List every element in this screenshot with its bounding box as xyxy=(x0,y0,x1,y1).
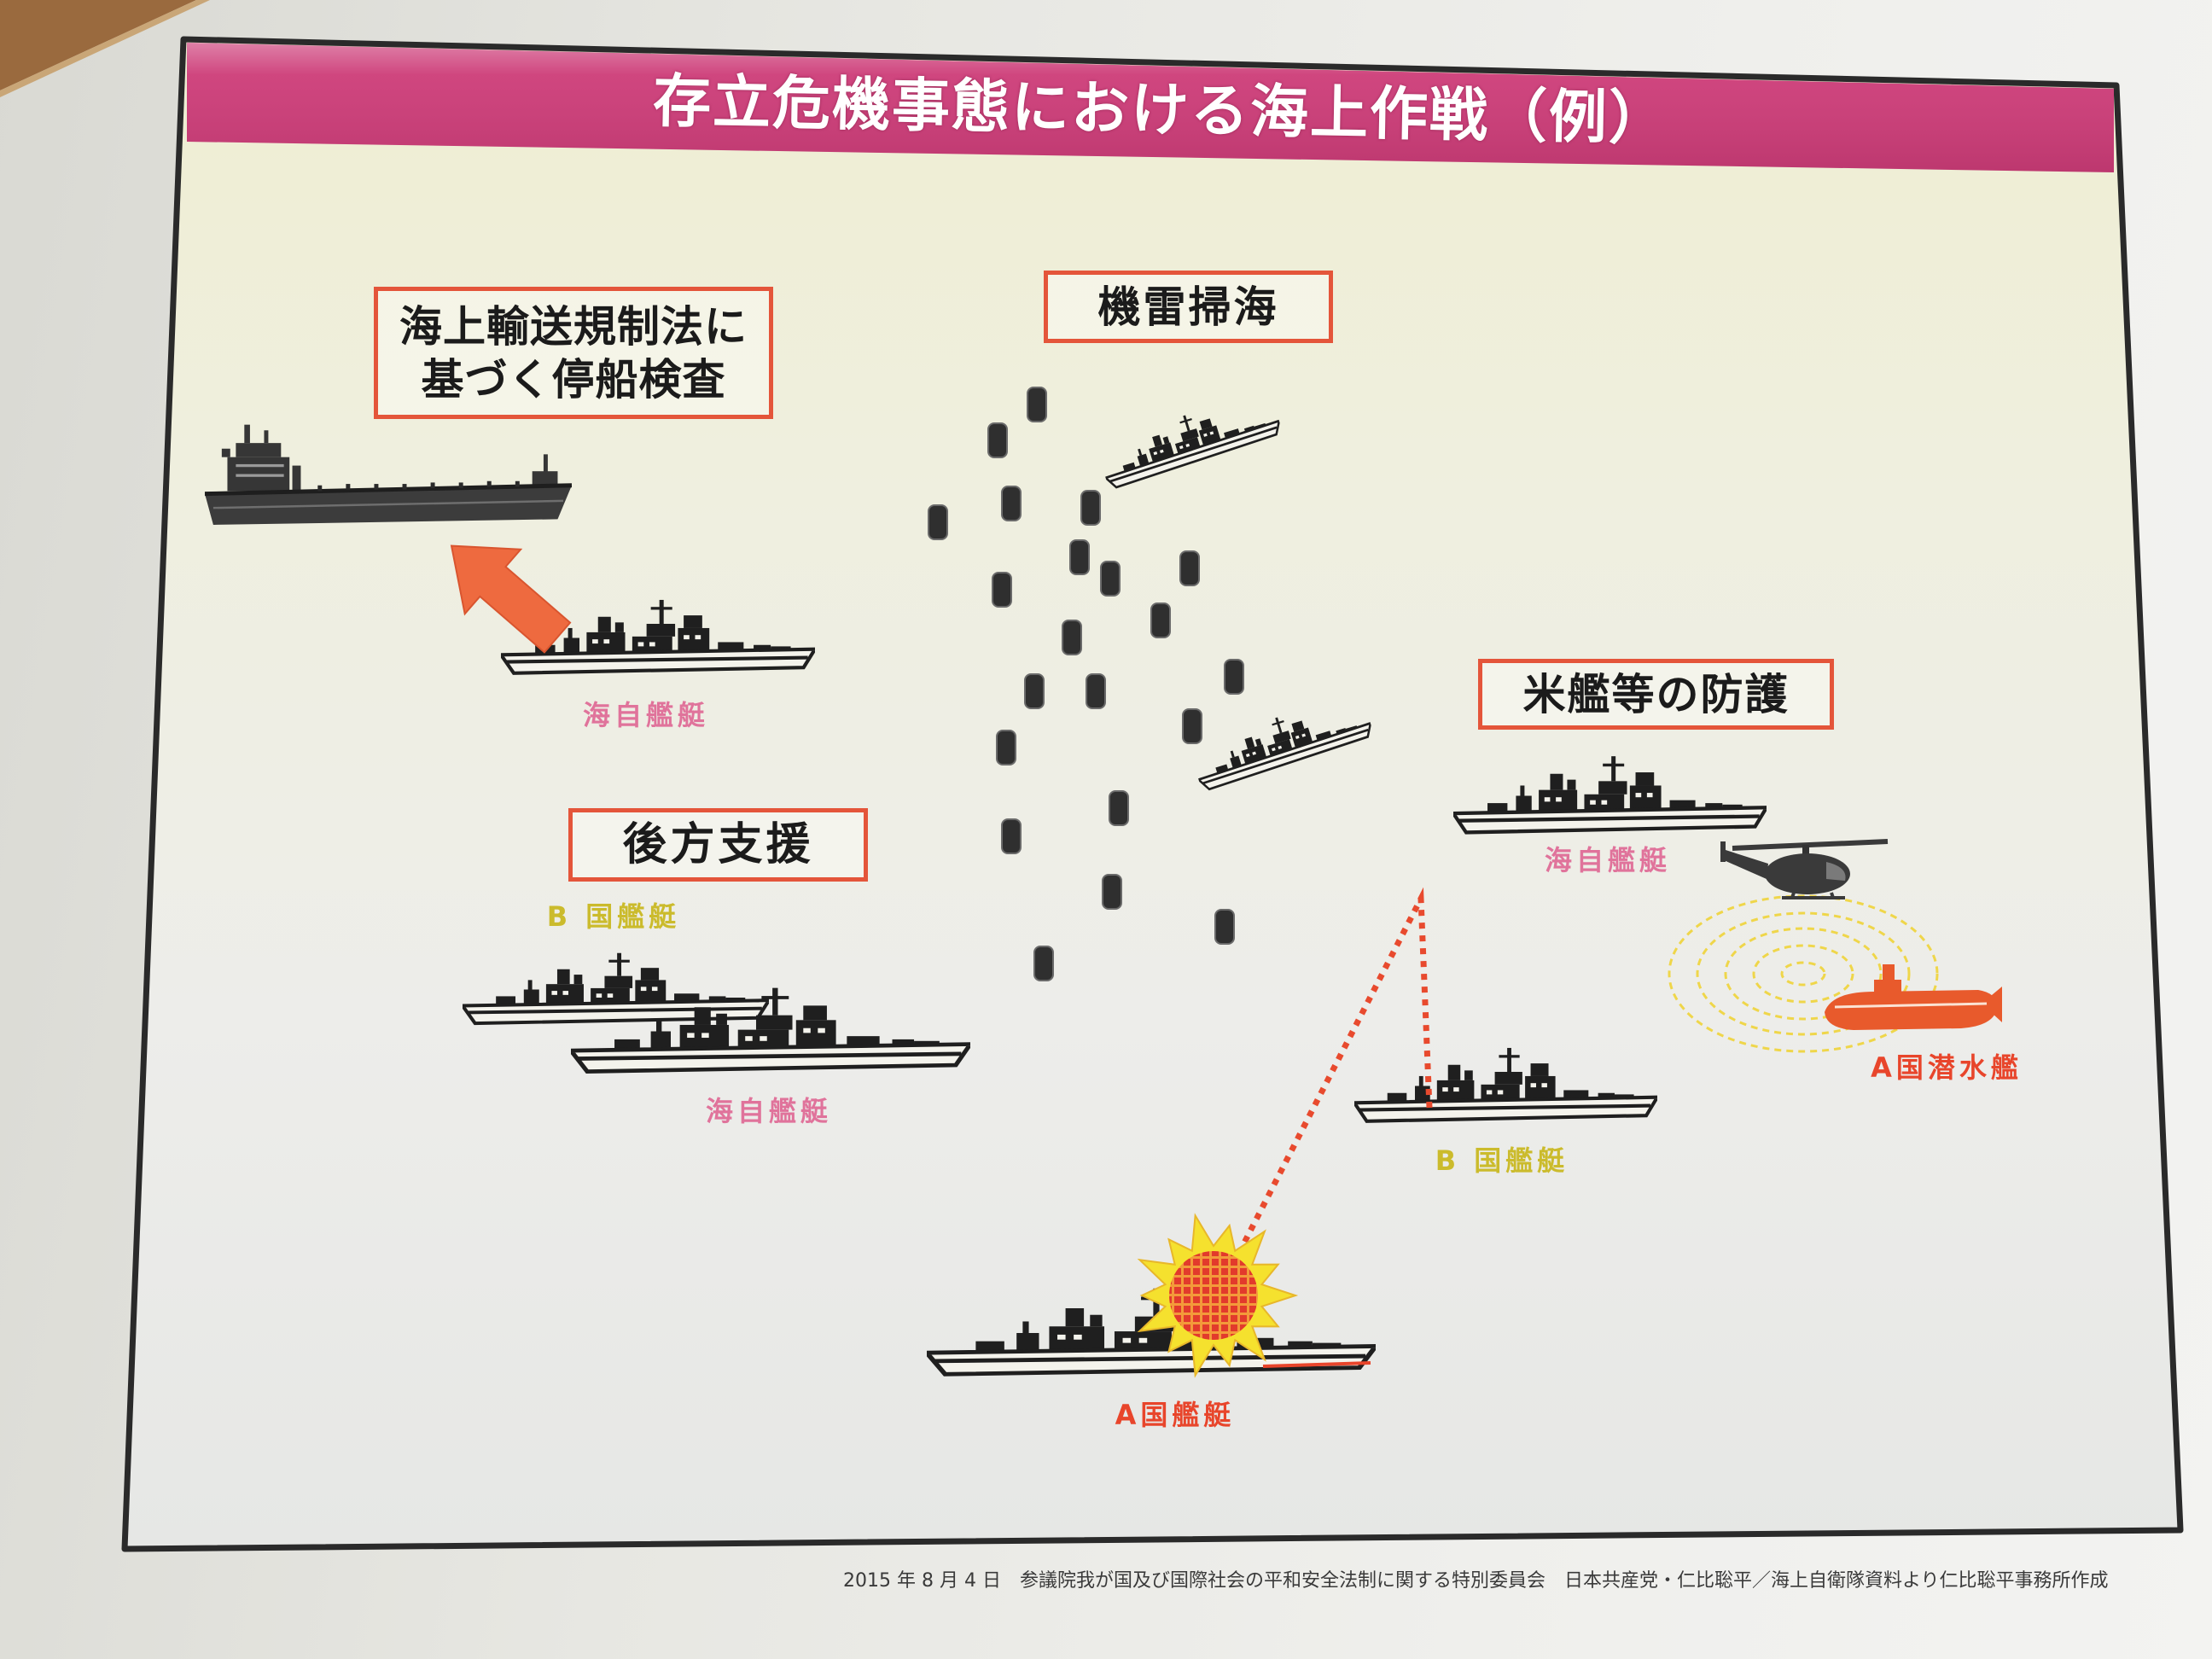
sea-mine xyxy=(1109,791,1128,825)
source-footer: 2015 年 8 月 4 日 参議院我が国及び国際社会の平和安全法制に関する特別… xyxy=(843,1569,2109,1594)
sea-mine xyxy=(988,423,1007,457)
sea-mine xyxy=(1027,387,1046,422)
sea-mine xyxy=(1062,620,1081,655)
label-protection: 米艦等の防護 xyxy=(1478,659,1834,730)
label-ship-inspection-line2: 基づく停船検査 xyxy=(422,353,726,406)
sea-mine xyxy=(1002,486,1021,521)
sea-mine xyxy=(1151,603,1170,637)
submarine-hull xyxy=(1825,990,1997,1030)
vessel-label-country-a-ship: A国艦艇 xyxy=(1047,1395,1303,1435)
vessel-label-country-b-support: B 国艦艇 xyxy=(486,897,742,936)
label-rear-support-text: 後方支援 xyxy=(622,819,813,870)
sea-mine xyxy=(1086,674,1105,708)
sea-mine xyxy=(928,505,947,539)
label-rear-support: 後方支援 xyxy=(568,808,868,882)
sea-mine xyxy=(997,731,1016,765)
vessel-label-jmsdf-support: 海自艦艇 xyxy=(641,1091,897,1131)
vessel-label-country-a-submarine: A国潜水艦 xyxy=(1819,1048,2075,1087)
label-minesweeping: 機雷掃海 xyxy=(1044,271,1333,343)
label-ship-inspection: 海上輸送規制法に 基づく停船検査 xyxy=(374,287,773,419)
label-protection-text: 米艦等の防護 xyxy=(1523,669,1790,720)
sea-mine xyxy=(1103,875,1121,909)
sea-mine xyxy=(1225,660,1243,694)
sea-mine xyxy=(1034,946,1053,981)
label-ship-inspection-line1: 海上輸送規制法に xyxy=(399,300,748,353)
sea-mine xyxy=(1070,540,1089,574)
sea-mine xyxy=(1101,562,1120,596)
sea-mine xyxy=(1002,819,1021,853)
sea-mine xyxy=(992,573,1011,607)
sea-mine xyxy=(1081,491,1100,525)
vessel-label-jmsdf-protection: 海自艦艇 xyxy=(1480,841,1736,880)
sea-mine xyxy=(1215,910,1234,944)
sea-mine xyxy=(1025,674,1044,708)
vessel-label-jmsdf-inspection: 海自艦艇 xyxy=(518,696,774,735)
sea-mine xyxy=(1180,551,1199,585)
vessel-label-country-b-protection: B 国艦艇 xyxy=(1374,1141,1630,1180)
label-minesweeping-text: 機雷掃海 xyxy=(1098,282,1279,333)
explosion-core xyxy=(1169,1251,1258,1340)
sea-mine xyxy=(1183,709,1202,743)
